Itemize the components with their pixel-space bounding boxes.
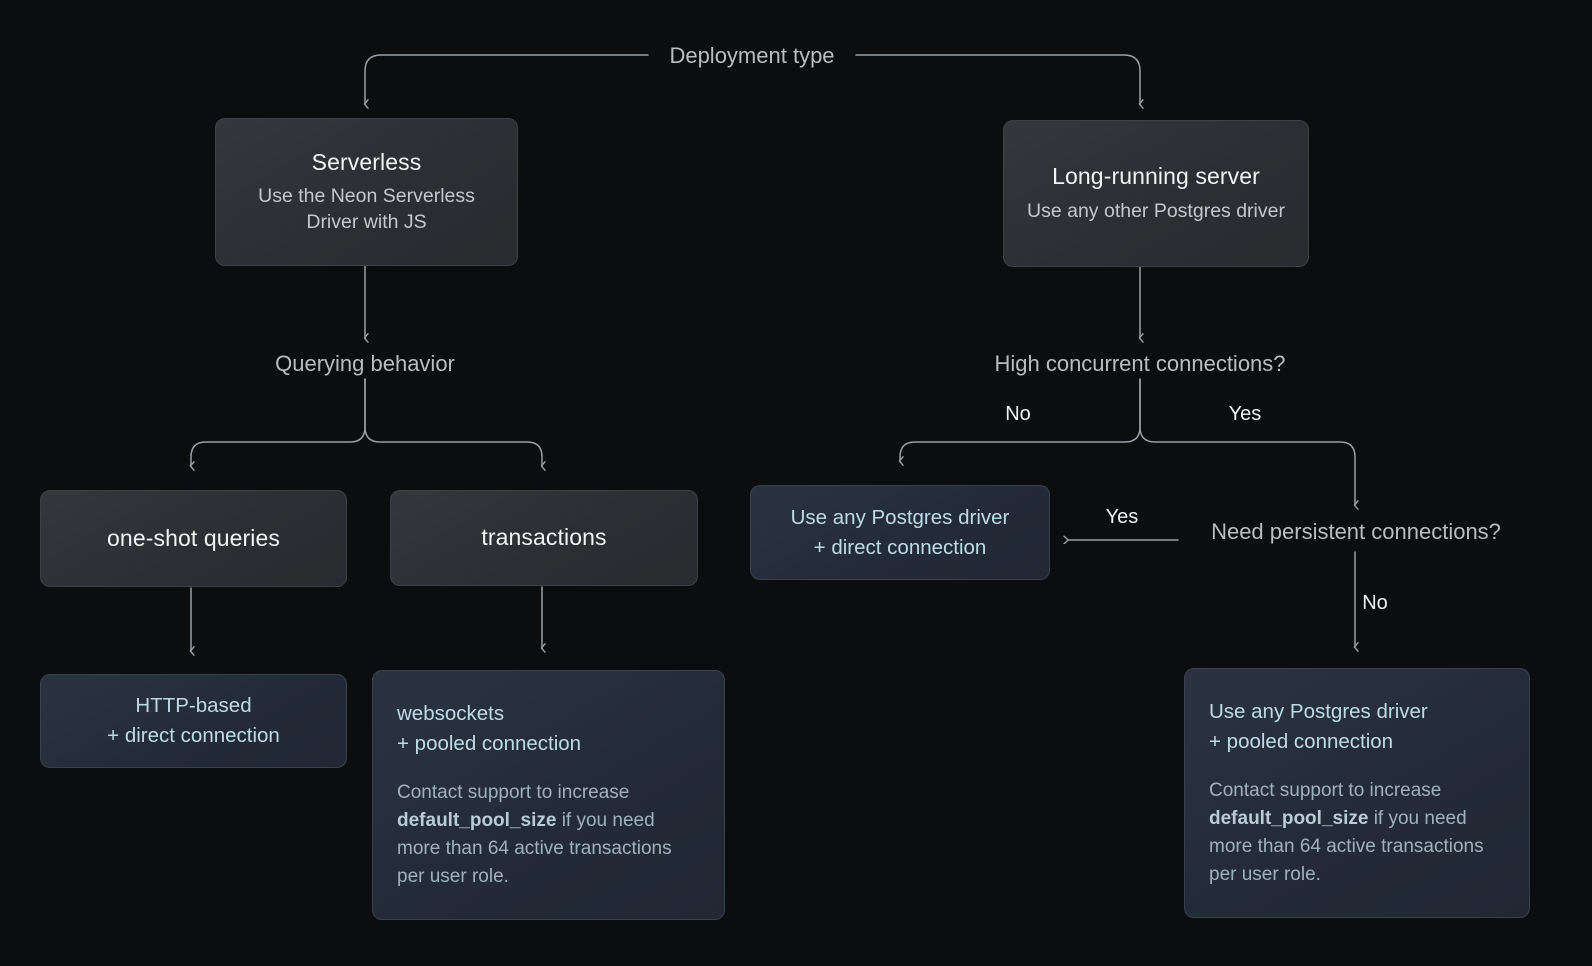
node-websockets-pooled-note: Contact support to increase default_pool… (373, 779, 724, 891)
node-driver-pooled-line1: Use any Postgres driver (1209, 700, 1428, 724)
edge-label-persistent-no: No (1362, 592, 1388, 614)
websockets-note-after: if you need more than 64 active transact… (397, 809, 672, 887)
edge-label-persistent-yes: Yes (1105, 506, 1139, 528)
node-http-direct-connection-line2: + direct connection (107, 724, 280, 747)
node-websockets-pooled-connection[interactable]: websockets + pooled connection Contact s… (372, 670, 725, 920)
node-serverless-subtitle: Use the Neon Serverless Driver with JS (258, 185, 475, 234)
node-driver-pooled-connection[interactable]: Use any Postgres driver + pooled connect… (1184, 668, 1530, 918)
driver-pooled-note-code: default_pool_size (1209, 807, 1369, 829)
node-long-running-server-subtitle: Use any other Postgres driver (1027, 199, 1285, 222)
node-websockets-pooled-line2: + pooled connection (397, 732, 582, 756)
node-driver-direct-connection[interactable]: Use any Postgres driver + direct connect… (750, 485, 1050, 580)
node-long-running-server[interactable]: Long-running server Use any other Postgr… (1003, 120, 1309, 267)
node-http-direct-connection-line1: HTTP-based (135, 694, 252, 718)
node-http-direct-connection[interactable]: HTTP-based + direct connection (40, 674, 347, 768)
node-one-shot-queries[interactable]: one-shot queries (40, 490, 347, 587)
edge-label-concurrent-no: No (1005, 403, 1031, 425)
decision-high-concurrent-connections: High concurrent connections? (994, 351, 1286, 376)
node-one-shot-queries-title: one-shot queries (107, 524, 280, 551)
node-long-running-server-title: Long-running server (1052, 163, 1260, 190)
node-driver-pooled-line2: + pooled connection (1209, 730, 1394, 754)
node-transactions-title: transactions (481, 524, 607, 551)
node-driver-pooled-note: Contact support to increase default_pool… (1185, 777, 1529, 889)
driver-pooled-note-after: if you need more than 64 active transact… (1209, 807, 1484, 885)
edge-label-concurrent-yes: Yes (1228, 403, 1262, 425)
websockets-note-code: default_pool_size (397, 809, 557, 831)
decision-need-persistent-connections: Need persistent connections? (1211, 519, 1501, 544)
decision-querying-behavior: Querying behavior (275, 351, 455, 376)
root-label-deployment-type: Deployment type (669, 43, 835, 68)
node-transactions[interactable]: transactions (390, 490, 698, 586)
node-serverless-title: Serverless (311, 149, 422, 176)
node-serverless[interactable]: Serverless Use the Neon Serverless Drive… (215, 118, 518, 266)
node-driver-direct-connection-line2: + direct connection (813, 535, 987, 559)
node-websockets-pooled-line1: websockets (397, 702, 505, 726)
driver-pooled-note-before: Contact support to increase (1209, 779, 1442, 801)
node-driver-direct-connection-line1: Use any Postgres driver (790, 505, 1010, 529)
websockets-note-before: Contact support to increase (397, 781, 630, 803)
